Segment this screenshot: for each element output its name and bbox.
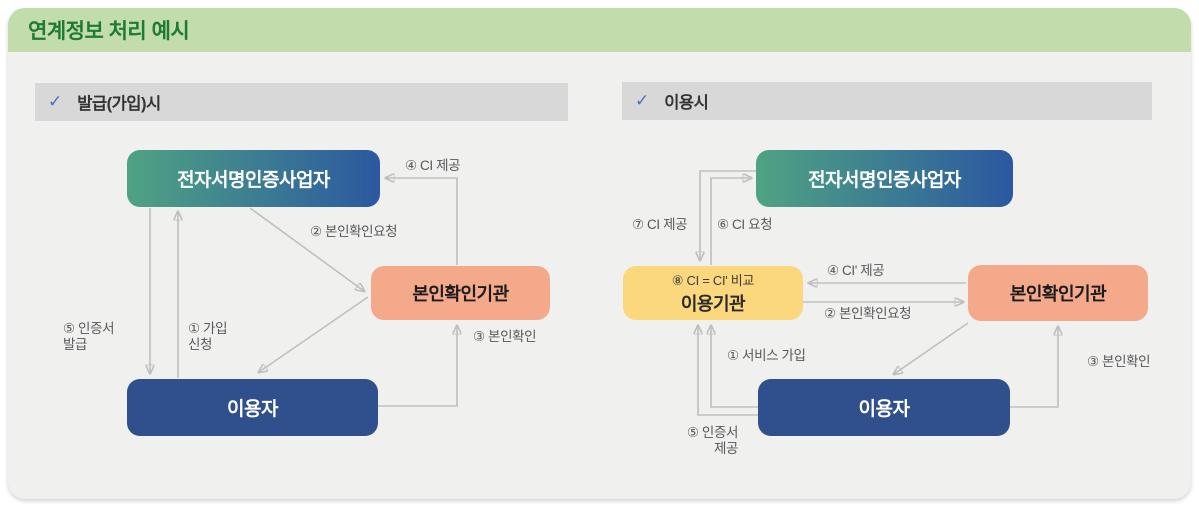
node-service-org-name: 이용기관 bbox=[680, 294, 746, 314]
node-identity-verifier: 본인확인기관 bbox=[968, 265, 1148, 321]
label-step7-ci-provide: ⑦ CI 제공 bbox=[632, 217, 688, 232]
right-panel-title: 이용시 bbox=[664, 94, 709, 112]
label-step5-cert-issue: ⑤ 인증서 발급 bbox=[63, 321, 115, 353]
node-identity-verifier: 본인확인기관 bbox=[371, 266, 550, 320]
left-panel-title: 발급(가입)시 bbox=[77, 95, 161, 113]
left-panel-header: ✓ 발급(가입)시 bbox=[35, 83, 568, 121]
label-step4-ci-prime-provide: ④ CI' 제공 bbox=[827, 263, 885, 278]
checkmark-icon: ✓ bbox=[48, 92, 63, 111]
label-step1-service-join: ① 서비스 가입 bbox=[727, 348, 806, 363]
node-cert-provider: 전자서명인증사업자 bbox=[127, 150, 380, 207]
label-step2-verify-request: ② 본인확인요청 bbox=[310, 224, 398, 239]
label-step4-ci-provide: ④ CI 제공 bbox=[405, 158, 461, 173]
label-step3-identity-verify: ③ 본인확인 bbox=[473, 329, 537, 344]
node-user: 이용자 bbox=[127, 379, 378, 436]
node-user: 이용자 bbox=[758, 379, 1010, 436]
label-step2-verify-request: ② 본인확인요청 bbox=[824, 306, 912, 321]
title-banner: 연계정보 처리 예시 bbox=[8, 8, 1191, 52]
label-step8-ci-compare: ⑧ CI = CI' 비교 bbox=[671, 273, 755, 288]
label-step5-cert-provide: ⑤ 인증서 제공 bbox=[686, 425, 739, 457]
node-cert-provider: 전자서명인증사업자 bbox=[756, 150, 1013, 207]
label-step3-identity-verify: ③ 본인확인 bbox=[1087, 354, 1151, 369]
checkmark-icon: ✓ bbox=[635, 91, 650, 110]
label-step1-join-request: ① 가입 신청 bbox=[188, 321, 228, 353]
right-panel-header: ✓ 이용시 bbox=[622, 82, 1152, 120]
label-step6-ci-request: ⑥ CI 요청 bbox=[717, 217, 773, 232]
node-service-org: ⑧ CI = CI' 비교 이용기관 bbox=[623, 266, 803, 320]
page-title: 연계정보 처리 예시 bbox=[28, 20, 190, 43]
